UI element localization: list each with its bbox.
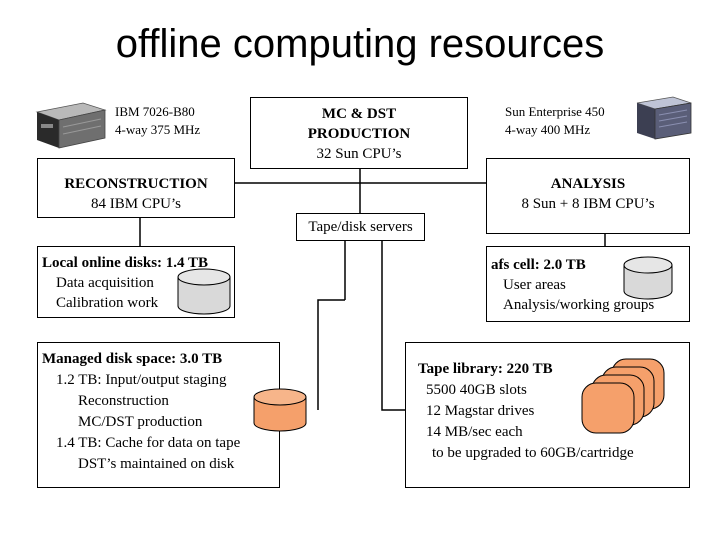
tape-cartridge-icon: [581, 382, 635, 434]
managed-disk-item: DST’s maintained on disk: [78, 456, 235, 472]
local-disks-item: Calibration work: [56, 295, 159, 311]
managed-disk-title: Managed disk space: 3.0 TB: [42, 351, 223, 367]
ibm-server-model: IBM 7026-B80: [115, 104, 195, 119]
afs-cell-item: Analysis/working groups: [503, 297, 655, 313]
disk-icon: [623, 256, 673, 300]
local-disks-item: Data acquisition: [56, 275, 154, 291]
tape-library-title: Tape library: 220 TB: [418, 361, 553, 377]
reconstruction-label: RECONSTRUCTION: [64, 176, 208, 192]
tape-library-item: to be upgraded to 60GB/cartridge: [432, 445, 634, 461]
sun-server-model: Sun Enterprise 450: [505, 104, 605, 119]
disk-icon: [253, 388, 307, 432]
analysis-cpus: 8 Sun + 8 IBM CPU’s: [521, 196, 655, 212]
managed-disk-item: Reconstruction: [78, 393, 169, 409]
connector-tape-library: [381, 241, 405, 411]
disk-icon: [177, 268, 231, 315]
tape-cartridges-icon: [581, 358, 665, 434]
local-disks-title: Local online disks: 1.4 TB: [42, 255, 209, 271]
tape-disk-servers-label: Tape/disk servers: [308, 219, 413, 235]
mc-dst-cpus: 32 Sun CPU’s: [316, 146, 402, 162]
tape-library-item: 5500 40GB slots: [426, 382, 527, 398]
analysis-box: ANALYSIS 8 Sun + 8 IBM CPU’s: [486, 158, 690, 234]
reconstruction-cpus: 84 IBM CPU’s: [90, 196, 182, 212]
server-icon: [636, 96, 692, 140]
managed-disk-item: MC/DST production: [78, 414, 203, 430]
analysis-label: ANALYSIS: [550, 176, 626, 192]
local-disks-box: Local online disks: 1.4 TB Data acquisit…: [37, 246, 235, 318]
afs-cell-title: afs cell: 2.0 TB: [491, 257, 586, 273]
ibm-server-spec: 4-way 375 MHz: [115, 122, 201, 137]
page-title: offline computing resources: [115, 22, 605, 66]
tape-library-item: 12 Magstar drives: [426, 403, 535, 419]
mc-dst-line2: PRODUCTION: [307, 126, 411, 142]
afs-cell-item: User areas: [503, 277, 566, 293]
connector-tape-managed: [317, 299, 345, 410]
server-icon: [35, 102, 107, 149]
tape-disk-servers-box: Tape/disk servers: [296, 213, 425, 241]
managed-disk-item: 1.2 TB: Input/output staging: [56, 372, 227, 388]
mc-dst-production-box: MC & DST PRODUCTION 32 Sun CPU’s: [250, 97, 468, 169]
sun-server-info: Sun Enterprise 450 4-way 400 MHz: [505, 103, 605, 139]
mc-dst-line1: MC & DST: [321, 106, 397, 122]
sun-server-spec: 4-way 400 MHz: [505, 122, 591, 137]
managed-disk-item: 1.4 TB: Cache for data on tape: [56, 435, 241, 451]
tape-library-item: 14 MB/sec each: [426, 424, 523, 440]
ibm-server-info: IBM 7026-B80 4-way 375 MHz: [115, 103, 200, 139]
managed-disk-box: Managed disk space: 3.0 TB 1.2 TB: Input…: [37, 342, 280, 488]
reconstruction-box: RECONSTRUCTION 84 IBM CPU’s: [37, 158, 235, 218]
